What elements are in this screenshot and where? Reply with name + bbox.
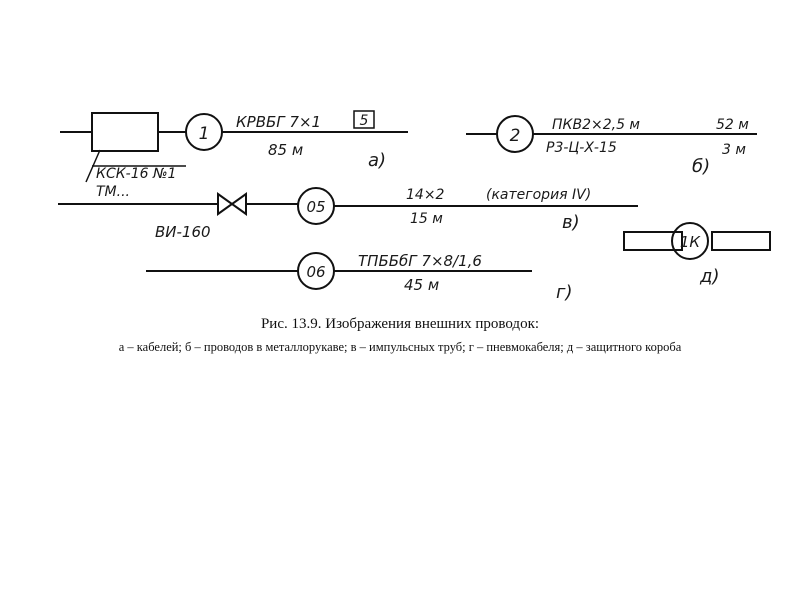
- variant-b: 2 ПКВ2×2,5 м 52 м Р3-Ц-Х-15 3 м б): [466, 115, 757, 177]
- wire-mark-b: ПКВ2×2,5 м: [552, 117, 640, 133]
- wire-length-b1: 52 м: [716, 117, 749, 133]
- cable-length-a: 85 м: [268, 141, 303, 159]
- tube-number-v: 05: [306, 198, 325, 216]
- label-letter-v: в): [562, 212, 580, 233]
- cable-number-a: 1: [199, 124, 210, 144]
- variant-v: ВИ-160 05 14×2 (категория IV) 15 м в): [58, 187, 638, 241]
- label-letter-b: б): [692, 156, 710, 177]
- duct-number-d: 1К: [680, 233, 702, 251]
- valve-left: [217, 192, 234, 216]
- tube-size: 14×2: [406, 187, 445, 203]
- tube-length-v: 15 м: [410, 211, 443, 227]
- cable-mark-a: КРВБГ 7×1: [236, 113, 321, 131]
- pneumo-mark-g: ТПББбГ 7×8/1,6: [358, 252, 482, 270]
- wire-number-b: 2: [510, 126, 521, 146]
- hose-length-b2: 3 м: [722, 142, 746, 158]
- junction-box-label: КСК-16 №1: [96, 166, 176, 182]
- pneumo-number-g: 06: [306, 263, 325, 281]
- duct-left: [623, 231, 683, 251]
- variant-d: 1К д): [623, 222, 771, 287]
- label-letter-d: д): [699, 266, 719, 287]
- label-letter-g: г): [556, 282, 572, 303]
- pneumo-length-g: 45 м: [404, 276, 439, 294]
- valve-right: [230, 192, 247, 216]
- duct-right: [711, 231, 771, 251]
- figure-caption-legend: а – кабелей; б – проводов в металлорукав…: [118, 340, 682, 354]
- valve-label: ВИ-160: [155, 223, 211, 241]
- tube-category: (категория IV): [486, 187, 591, 203]
- figure-caption-title: Рис. 13.9. Изображения внешних проводок:: [260, 316, 540, 332]
- variant-a: 1 КРВБГ 7×1 5 85 м а) КСК-16 №1 ТМ...: [60, 110, 408, 200]
- variant-g: 06 ТПББбГ 7×8/1,6 45 м г): [146, 252, 572, 303]
- cable-count: 5: [360, 113, 369, 129]
- hose-mark-b: Р3-Ц-Х-15: [546, 140, 617, 156]
- cable-count-box: [353, 110, 375, 129]
- duct-circle-d: [671, 222, 709, 260]
- junction-box: [91, 112, 159, 152]
- junction-box-sublabel: ТМ...: [96, 184, 130, 200]
- label-letter-a: а): [368, 150, 386, 171]
